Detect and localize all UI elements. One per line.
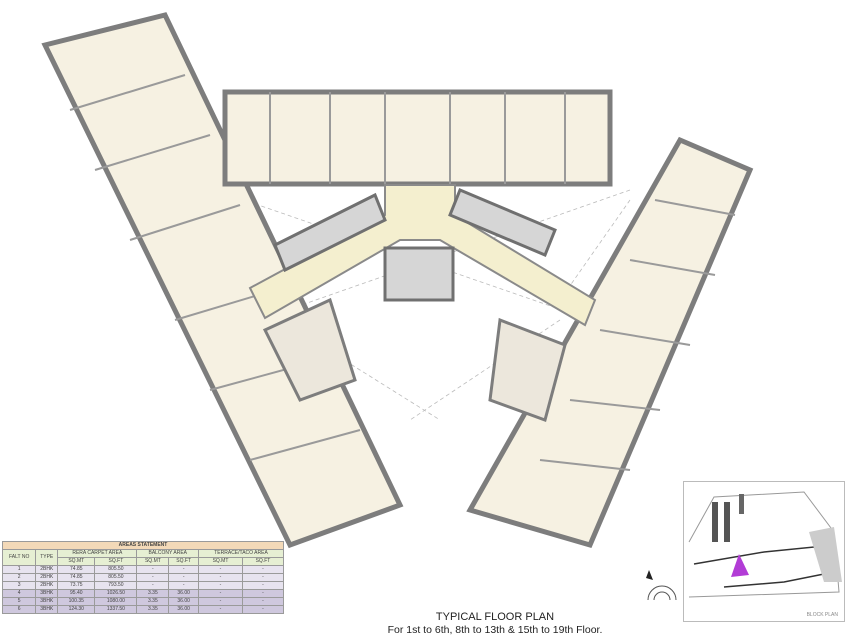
table-cell: 74.85 [57,573,96,582]
block-plan-drawing [688,491,842,598]
table-cell: - [241,565,285,574]
top-wing [222,89,613,187]
table-cell: 2BHK [35,565,59,574]
table-cell: 1026.50 [94,589,138,598]
table-cell: - [198,573,243,582]
staircases [262,297,567,422]
table-cell: 1337.50 [94,605,138,614]
block-plan: BLOCK PLAN [683,481,845,622]
table-title: AREAS STATEMENT [2,541,284,550]
table-cell: 3.35 [136,597,170,606]
table-cell: - [241,573,285,582]
table-cell: 2BHK [35,573,59,582]
table-cell: 2BHK [35,581,59,590]
left-wing [41,12,404,549]
table-cell: - [168,565,200,574]
table-cell: 6 [1,605,37,614]
table-cell: 3BHK [35,605,59,614]
table-cell: 3BHK [35,597,59,606]
table-cell: - [168,573,200,582]
table-cell: 36.00 [168,597,200,606]
north-compass [646,570,677,600]
col-rera: RERA CARPET AREA [57,549,138,558]
table-cell: - [168,581,200,590]
col-terrace: TERRACE/TACO AREA [198,549,284,558]
table-cell: - [136,573,170,582]
col-sqft: SQ.FT [94,557,138,566]
table-cell: - [136,581,170,590]
table-cell: 95.40 [57,589,96,598]
table-cell: - [241,581,285,590]
corridor [248,184,597,327]
table-cell: 1080.00 [94,597,138,606]
table-cell: - [198,597,243,606]
table-cell: - [198,589,243,598]
col-type: TYPE [35,549,59,566]
col-balcony: BALCONY AREA [136,549,200,558]
table-cell: - [198,581,243,590]
table-cell: 100.35 [57,597,96,606]
table-cell: - [241,597,285,606]
table-cell: 73.75 [57,581,96,590]
table-cell: - [136,565,170,574]
table-cell: 3.35 [136,589,170,598]
plan-subtitle: For 1st to 6th, 8th to 13th & 15th to 19… [387,624,603,636]
col-sqft: SQ.FT [168,557,200,566]
col-sqmt: SQ.MT [198,557,243,566]
table-cell: 74.85 [57,565,96,574]
table-cell: 124.30 [57,605,96,614]
table-cell: - [198,605,243,614]
table-cell: 36.00 [168,605,200,614]
col-flat-no: FALT NO [1,549,37,566]
plan-title: TYPICAL FLOOR PLAN [435,611,555,623]
table-cell: 1 [1,565,37,574]
col-sqmt: SQ.MT [57,557,96,566]
floor-plan-drawing [41,12,754,600]
table-cell: 805.50 [94,573,138,582]
table-cell: - [241,589,285,598]
table-cell: 3.35 [136,605,170,614]
table-cell: 3 [1,581,37,590]
table-cell: 793.50 [94,581,138,590]
col-sqmt: SQ.MT [136,557,170,566]
table-cell: - [241,605,285,614]
areas-statement-table: AREAS STATEMENT FALT NO TYPE RERA CARPET… [1,541,285,614]
table-cell: 36.00 [168,589,200,598]
table-cell: 3BHK [35,589,59,598]
table-cell: 5 [1,597,37,606]
table-cell: 2 [1,573,37,582]
table-cell: - [198,565,243,574]
table-cell: 4 [1,589,37,598]
lift-cores [273,188,557,302]
table-cell: 805.50 [94,565,138,574]
col-sqft: SQ.FT [241,557,285,566]
block-plan-label: BLOCK PLAN [806,612,838,618]
